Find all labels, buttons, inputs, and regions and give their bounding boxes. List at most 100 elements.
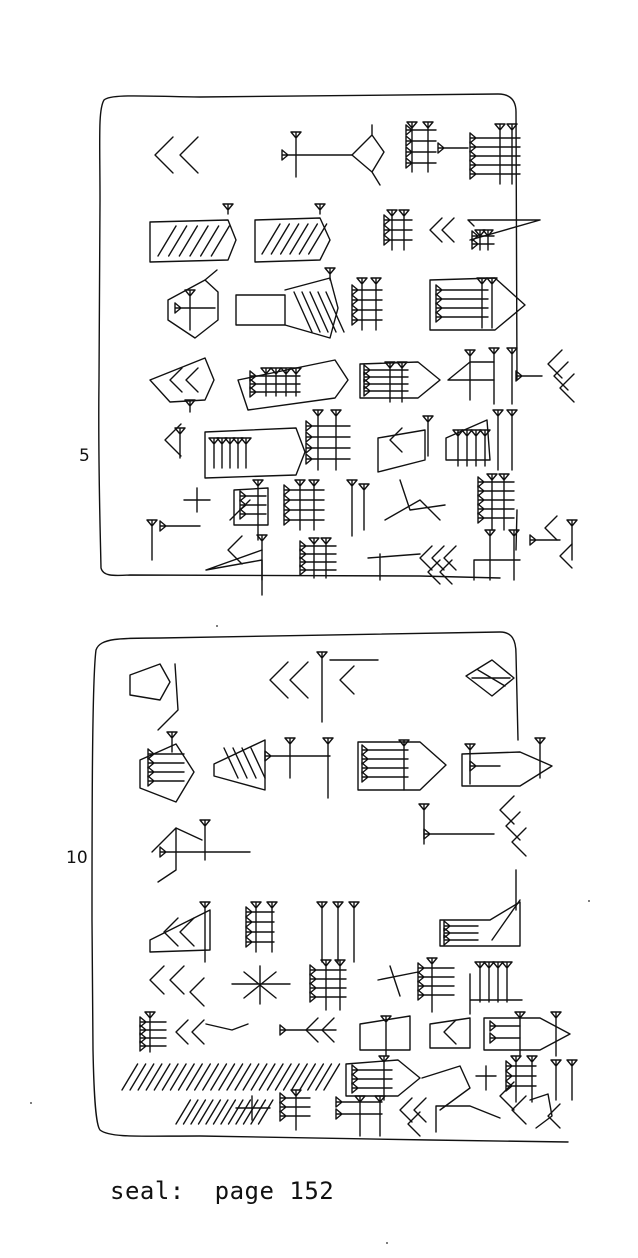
vertical-wedge (290, 1089, 302, 1131)
vertical-wedge (550, 1011, 562, 1057)
winkelhaken (163, 917, 179, 947)
diagonal-wedge (293, 291, 313, 333)
obverse-cuneiform-drawing (98, 93, 578, 596)
cuneiform-stroke (377, 965, 419, 997)
cuneiform-stroke (377, 429, 426, 473)
damage-hatch (177, 1063, 195, 1091)
damage-hatch (202, 1063, 220, 1091)
horizontal-wedge (279, 1110, 311, 1122)
winkelhaken (559, 373, 575, 403)
damage-hatch (279, 223, 300, 255)
cuneiform-stroke (284, 277, 339, 339)
winkelhaken (339, 665, 355, 695)
vertical-wedge (486, 277, 498, 329)
winkelhaken (431, 545, 445, 571)
winkelhaken (149, 965, 165, 995)
vertical-wedge (464, 349, 476, 401)
damage-hatch (199, 225, 220, 257)
horizontal-wedge (351, 1064, 393, 1076)
horizontal-wedge (405, 146, 437, 158)
horizontal-wedge (383, 234, 413, 246)
cuneiform-stroke (421, 1065, 471, 1111)
cuneiform-stroke (384, 479, 446, 521)
horizontal-wedge (147, 766, 185, 778)
winkelhaken (305, 1017, 319, 1043)
obverse-outline (98, 93, 518, 579)
damage-hatch (182, 1099, 199, 1125)
horizontal-wedge (174, 302, 216, 314)
vertical-wedge (354, 1095, 366, 1137)
horizontal-wedge (435, 311, 489, 323)
horizontal-wedge (417, 989, 455, 1001)
cuneiform-stroke (231, 965, 291, 1005)
horizontal-wedge (477, 494, 515, 506)
horizontal-wedge (515, 370, 543, 382)
vertical-wedge (232, 437, 244, 469)
line-number-5: 5 (79, 446, 90, 466)
horizontal-wedge (361, 753, 409, 765)
vertical-wedge (324, 267, 336, 281)
cuneiform-stroke (439, 901, 521, 947)
vertical-wedge (506, 123, 518, 185)
damage-hatch (226, 1063, 244, 1091)
horizontal-wedge (361, 744, 409, 756)
vertical-wedge (498, 473, 510, 531)
horizontal-wedge (147, 757, 185, 769)
horizontal-wedge (281, 149, 353, 161)
diagonal-wedge (250, 747, 266, 779)
damage-hatch (157, 225, 177, 257)
horizontal-wedge (437, 142, 469, 154)
diagonal-wedge (232, 747, 248, 779)
winkelhaken (164, 423, 182, 457)
vertical-wedge (290, 131, 302, 178)
damage-hatch (227, 1099, 244, 1125)
horizontal-wedge (477, 476, 515, 488)
vertical-wedge (398, 739, 410, 791)
horizontal-wedge (443, 927, 479, 939)
horizontal-wedge (435, 284, 489, 296)
horizontal-wedge (245, 916, 275, 928)
horizontal-wedge (469, 760, 501, 772)
vertical-wedge (199, 901, 211, 963)
horizontal-wedge (471, 238, 495, 250)
vertical-wedge (386, 209, 398, 251)
horizontal-wedge (283, 504, 325, 516)
paper-speck (588, 900, 590, 902)
horizontal-wedge (249, 386, 301, 398)
vertical-wedge (501, 961, 513, 1003)
winkelhaken (429, 217, 443, 243)
winkelhaken (407, 1111, 421, 1137)
horizontal-wedge (279, 1101, 311, 1113)
vertical-wedge (316, 651, 328, 723)
vertical-wedge (184, 289, 196, 331)
vertical-wedge (566, 1059, 578, 1101)
damage-hatch (261, 223, 281, 255)
winkelhaken (179, 917, 195, 947)
cuneiform-stroke (359, 361, 441, 399)
vertical-wedge (566, 519, 578, 561)
horizontal-wedge (335, 1096, 383, 1108)
vertical-wedge (426, 957, 438, 1013)
damage-hatch (129, 1063, 147, 1091)
vertical-wedge (510, 1055, 522, 1103)
paper-speck (30, 1102, 32, 1104)
horizontal-wedge (529, 534, 561, 546)
winkelhaken (175, 1019, 189, 1045)
vertical-wedge (284, 737, 296, 779)
vertical-wedge (396, 361, 408, 403)
vertical-wedge (146, 519, 158, 561)
cuneiform-stroke (235, 1095, 271, 1121)
cuneiform-stroke (149, 909, 211, 953)
vertical-wedge (474, 961, 486, 1003)
horizontal-wedge (351, 294, 383, 306)
horizontal-wedge (361, 762, 409, 774)
damage-hatch (242, 1063, 260, 1091)
cuneiform-stroke (461, 751, 553, 787)
cuneiform-stroke (429, 1017, 471, 1049)
horizontal-wedge (305, 420, 351, 432)
damage-hatch (282, 1063, 300, 1091)
vertical-wedge (550, 1059, 562, 1101)
vertical-wedge (358, 483, 370, 531)
horizontal-wedge (279, 1024, 337, 1036)
damage-hatch (323, 1063, 341, 1091)
